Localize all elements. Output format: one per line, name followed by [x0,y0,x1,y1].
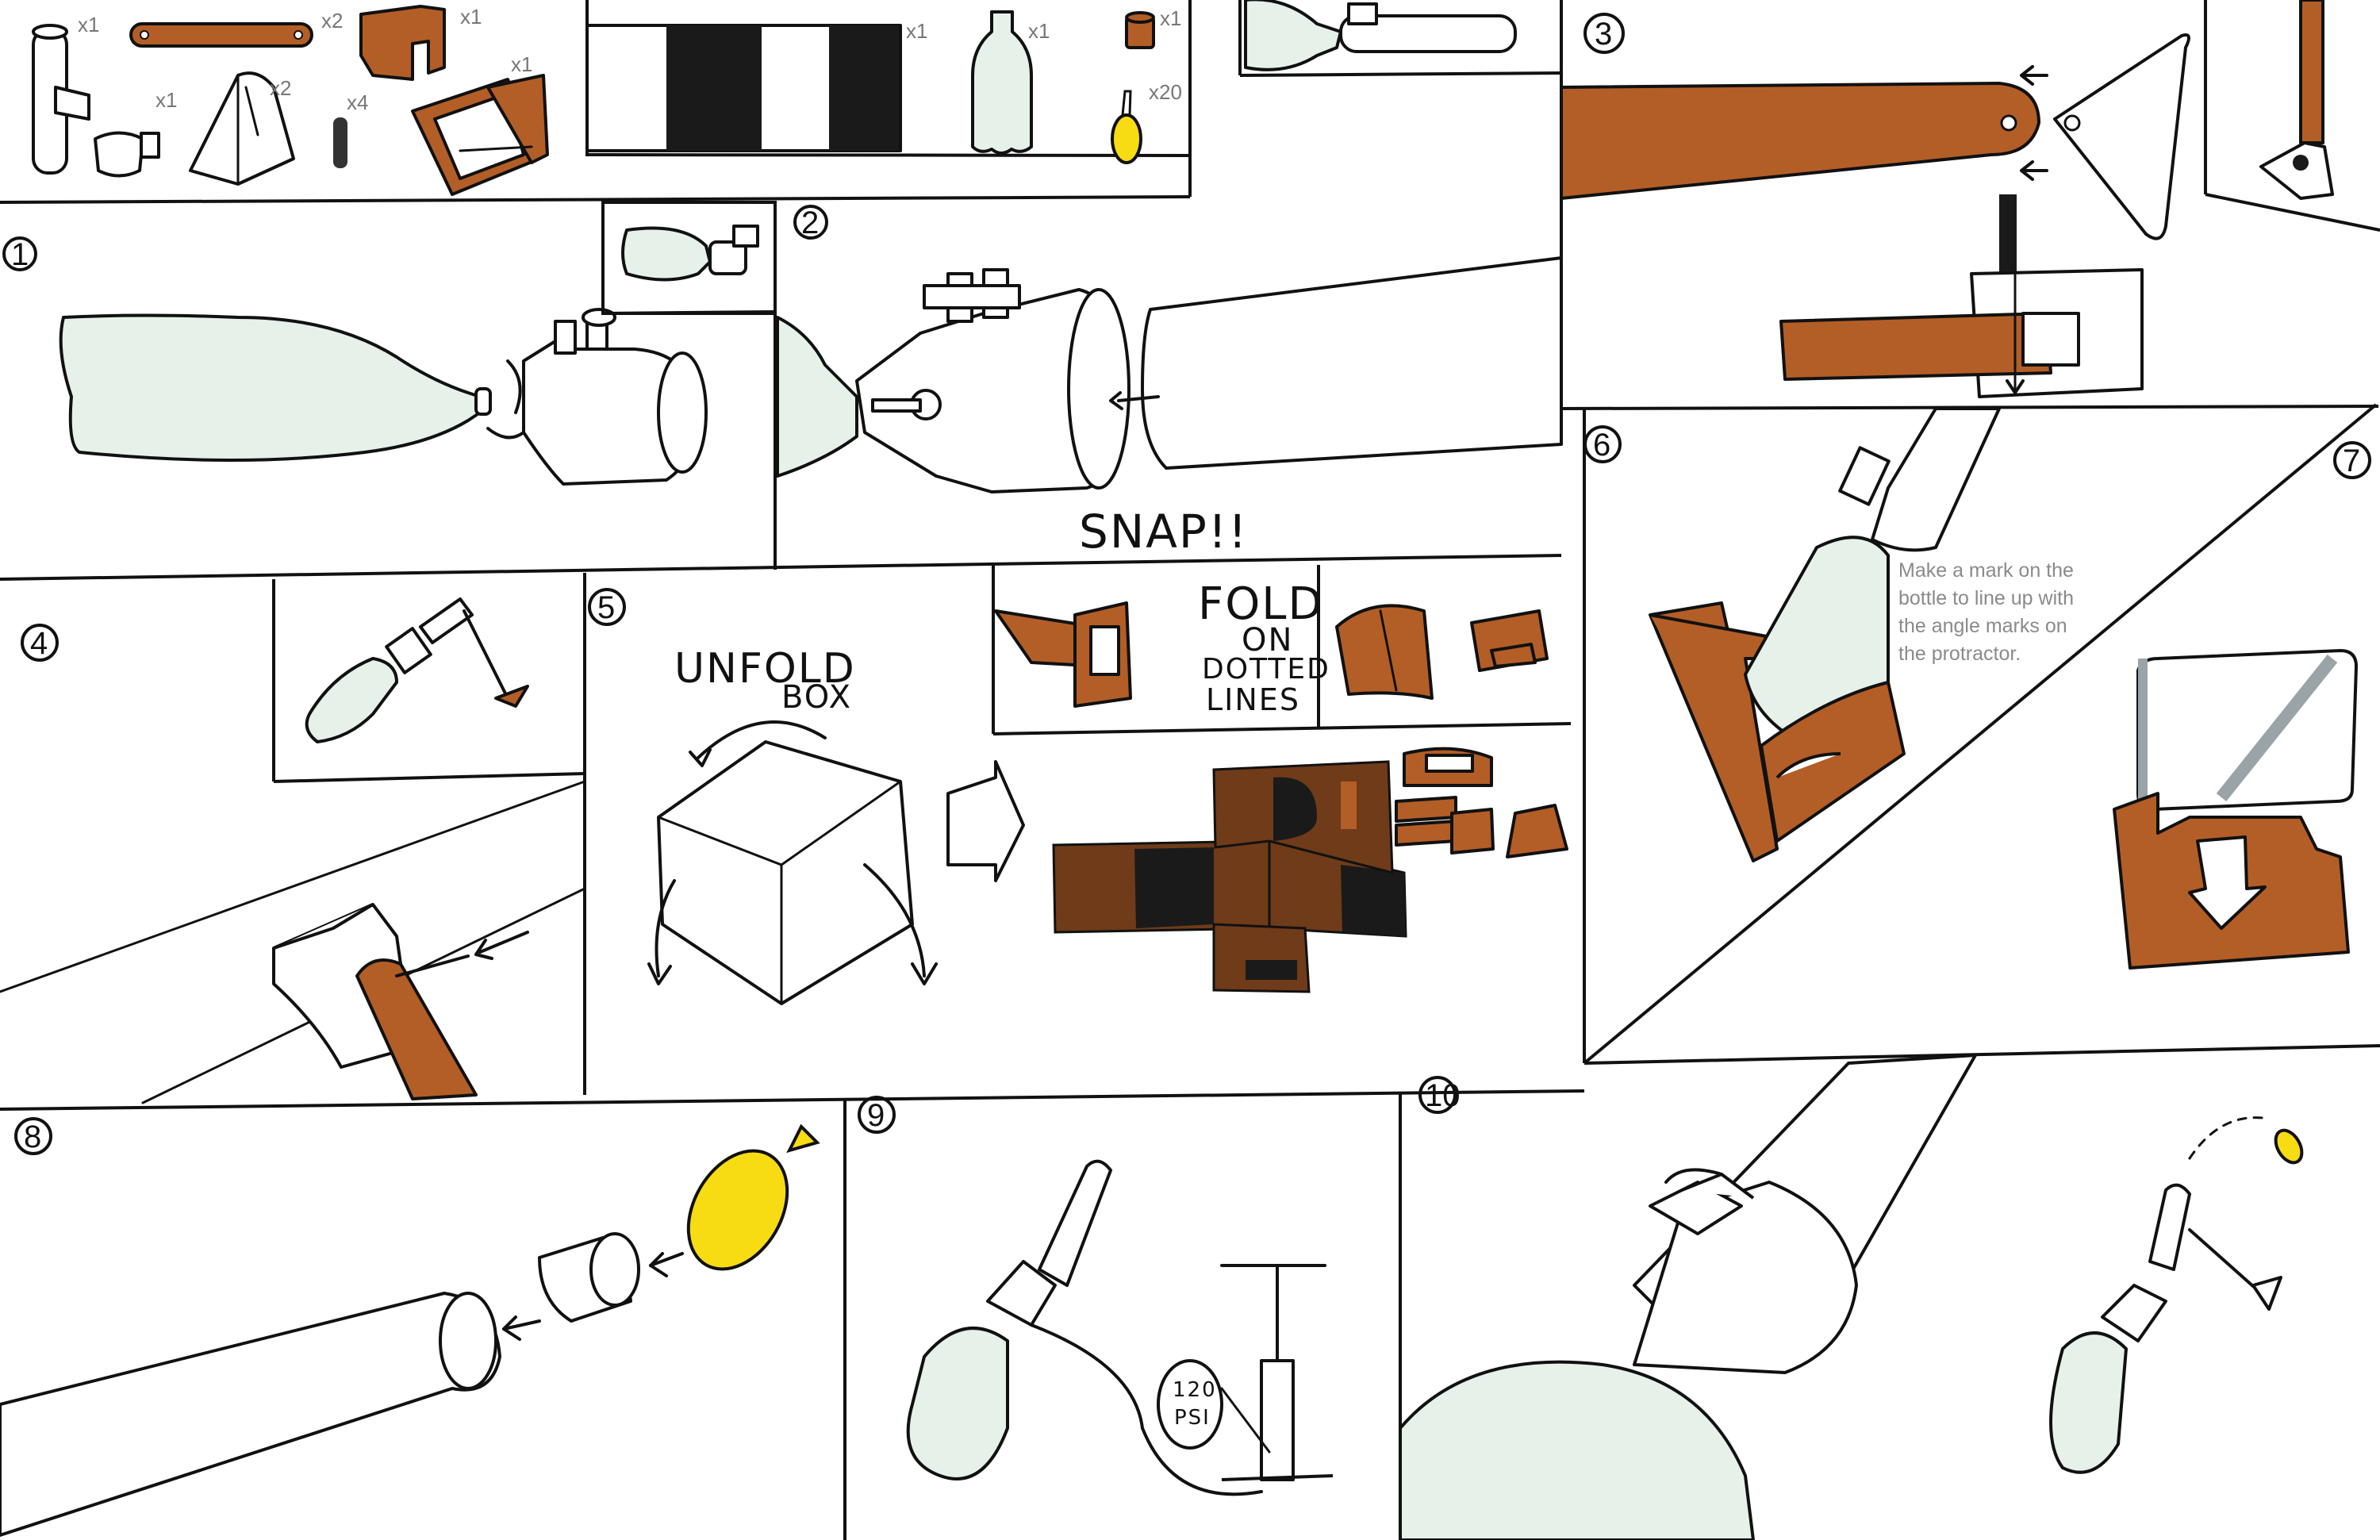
step-2-number: 2 [801,205,819,240]
bottle-shape [59,313,482,462]
unfolded-box-net [1052,760,1407,993]
step-10: 10 [1399,1054,2304,1540]
step-5-fold-line-1: FOLD [1198,578,1324,630]
part-qty-3: x1 [460,5,482,29]
step-5-fold-line-3: DOTTED [1202,653,1330,686]
step-9-gauge-unit: PSI [1174,1406,1211,1430]
step-2: 2 SNAP!! [776,205,1563,559]
step-5-caption-unfold: UNFOLD [674,645,856,693]
part-qty-8: x1 [906,19,927,43]
step-3-inset [2259,0,2334,200]
part-qty-10: x1 [1160,6,1181,30]
step-6-note-line-2: bottle to line up with [1898,587,2074,609]
step-5: 5 UNFOLD BOX [588,578,1568,1005]
step-9: 9 120 PSI [858,1096,1334,1496]
cardboard-wedge-icon [189,71,295,186]
step-1-number: 1 [11,237,29,272]
step-6: 6 Make a mark on the bottle to line up w… [1583,407,2074,862]
step-3-number: 3 [1595,17,1612,52]
peg-icon [333,117,347,168]
step-8: 8 [0,1117,820,1537]
step-2-caption: SNAP!! [1079,505,1248,559]
part-qty-4: x1 [155,88,177,112]
part-qty-1: x1 [78,13,99,36]
step-9-number: 9 [867,1098,885,1133]
bottle-pipe-thumbnail [1244,0,1517,71]
cardboard-strip-icon [129,22,313,48]
part-qty-5: x2 [270,76,291,100]
step-4: 4 [0,597,586,1104]
cardboard-bracket-icon [359,5,446,81]
step-7: 7 [2113,441,2371,970]
part-qty-7: x1 [511,52,532,76]
cork-icon [1125,11,1155,49]
step-5-number: 5 [597,590,615,625]
step-6-number: 6 [1593,428,1610,463]
striped-sheet-icon [585,24,902,152]
step-5-fold-line-4: LINES [1206,682,1300,717]
step-8-number: 8 [24,1119,41,1154]
parts-list: x1 x1 x2 x2 x4 x1 [32,5,1182,196]
step-1: 1 [2,201,777,486]
step-9-gauge-value: 120 [1173,1378,1217,1402]
part-qty-6: x4 [347,90,368,114]
step-6-note-line-3: the angle marks on [1898,615,2067,637]
step-5-fold-line-2: ON [1242,622,1293,659]
pipe-with-clamp-icon [32,24,90,175]
bottle-cap-adapter-icon [522,308,708,486]
step-10-number: 10 [1425,1078,1461,1113]
step-3: 3 [1560,13,2190,398]
step-6-note-line-1: Make a mark on the [1898,559,2074,582]
part-qty-2: x2 [321,9,343,33]
step-5-caption-box: BOX [781,679,852,716]
plastic-bottle-icon [971,10,1033,155]
part-qty-9: x1 [1028,19,1050,43]
step-7-number: 7 [2343,444,2360,478]
step-4-number: 4 [30,626,48,661]
part-qty-11: x20 [1149,80,1182,104]
bottle-cap-adapter-icon [94,131,160,178]
box-small-parts [1395,747,1568,858]
balloon-icon [1111,90,1142,164]
launcher-stand-icon [411,74,549,196]
step-6-note-line-4: the protractor. [1898,643,2021,665]
